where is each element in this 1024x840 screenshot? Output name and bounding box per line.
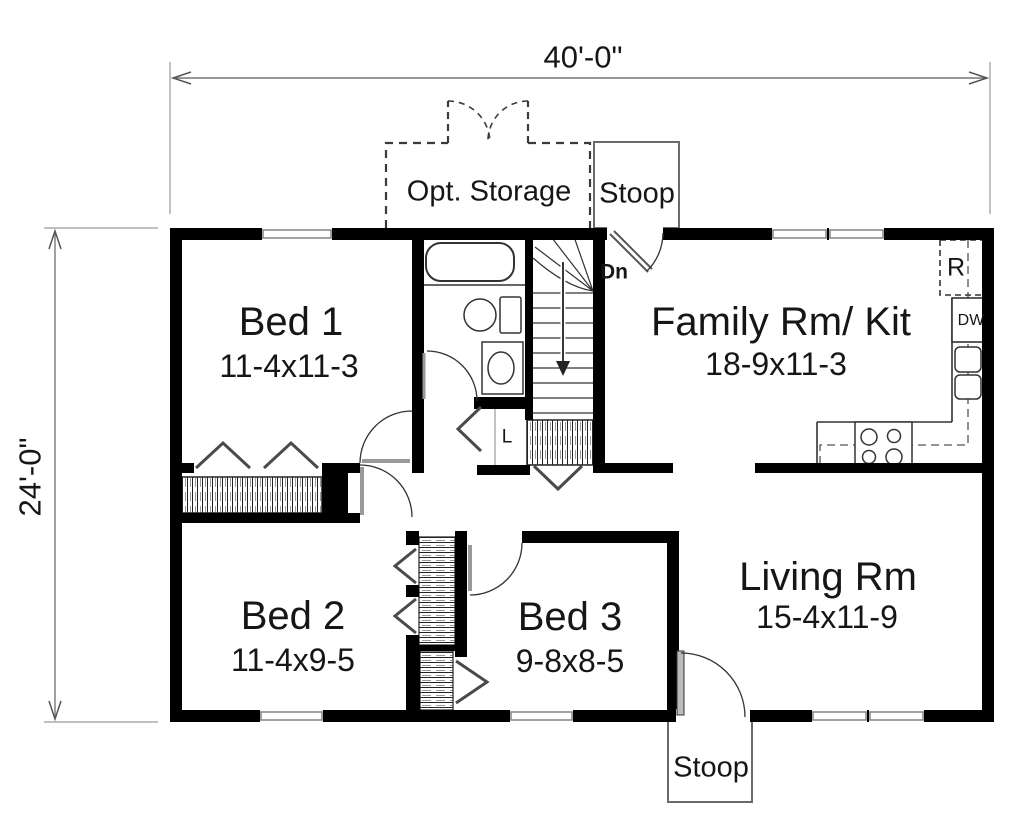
- staircase: [532, 230, 594, 414]
- living-window-1: [812, 711, 867, 721]
- bathroom-left-wall: [412, 240, 424, 473]
- bed2-door-swing: [359, 464, 413, 518]
- bed3-closet-bifold: [455, 659, 490, 705]
- stair-down-arrow-head: [556, 361, 570, 376]
- hall-coat-closet: [526, 419, 594, 466]
- stoop-bottom-platform: [667, 715, 753, 803]
- kitchen-fixtures: [816, 239, 991, 466]
- rear-door-swing: [646, 232, 664, 272]
- closets: [181, 409, 594, 711]
- bed3-name-label: Bed 3: [517, 595, 623, 639]
- bed2-size-label: 11-4x9-5: [231, 642, 355, 678]
- toilet-bowl: [463, 298, 497, 332]
- height-arrow-bottom: [48, 700, 62, 722]
- exterior-wall-bottom: [170, 710, 994, 722]
- front-door-leaf: [676, 650, 685, 716]
- linen-closet-label: L: [501, 426, 513, 448]
- family-window-2: [829, 229, 884, 239]
- doors: [194, 230, 746, 718]
- bed1-window: [262, 229, 332, 239]
- exterior-wall-right: [982, 228, 994, 722]
- height-arrow-top: [48, 228, 62, 250]
- living-north-wall: [755, 463, 982, 473]
- bed1-name-label: Bed 1: [238, 300, 344, 344]
- living-window-2: [869, 711, 924, 721]
- bed2-top-wall: [170, 513, 360, 523]
- living-size-label: 15-4x11-9: [756, 599, 898, 635]
- rear-door-leaf: [609, 230, 653, 273]
- coat-closet-bifold: [532, 464, 584, 492]
- front-door-swing: [680, 652, 746, 718]
- bed1-size-label: 11-4x11-3: [219, 348, 359, 384]
- width-dimension-label: 40'-0": [543, 39, 623, 75]
- refrigerator-label: R: [946, 253, 966, 282]
- bed3-size-label: 9-8x8-5: [515, 643, 625, 679]
- family-window-1: [772, 229, 827, 239]
- linen-closet-bifold: [455, 405, 483, 453]
- bathroom-bottom-wall: [474, 397, 533, 409]
- bathtub: [425, 242, 515, 282]
- closet-wall: [455, 531, 467, 657]
- bifold-doors: [194, 405, 584, 705]
- extension-lines: [44, 62, 991, 723]
- bed2-window: [260, 711, 323, 721]
- bed2-name-label: Bed 2: [240, 594, 346, 638]
- family-bottom-wall: [593, 463, 673, 473]
- bathroom-fixtures: [424, 242, 525, 395]
- stair-left-wall: [525, 240, 533, 420]
- bed3-top-wall: [522, 531, 679, 543]
- vanity-sink: [487, 351, 515, 385]
- width-arrow-right: [968, 71, 990, 85]
- kitchen-sink-basin-2: [954, 374, 982, 400]
- burner: [886, 428, 902, 444]
- bed1-closet-bifold: [194, 440, 320, 470]
- toilet-tank: [499, 296, 522, 334]
- family-name-label: Family Rm/ Kit: [651, 300, 911, 344]
- stoop-top-label: Stoop: [599, 177, 675, 210]
- stoop-bottom-label: Stoop: [673, 751, 749, 784]
- stair-right-wall: [593, 228, 605, 473]
- width-arrow-left: [170, 71, 192, 85]
- windows: [260, 229, 924, 721]
- bed1-door-swing: [359, 410, 413, 464]
- living-name-label: Living Rm: [739, 555, 917, 599]
- bed1-closet: [181, 476, 323, 514]
- bathroom-door-swing: [426, 350, 478, 402]
- linen-closet-bottom-wall: [477, 465, 530, 475]
- stairs-down-label: Dn: [600, 260, 628, 284]
- dimension-lines: [44, 62, 991, 723]
- kitchen-sink-basin-1: [954, 346, 982, 373]
- dishwasher-label: DW: [957, 312, 985, 329]
- opt-storage-label: Opt. Storage: [406, 175, 572, 208]
- bed3-closet: [419, 650, 454, 711]
- bed2-closet-bifold: [392, 547, 417, 635]
- bed3-door-swing: [469, 542, 523, 596]
- family-size-label: 18-9x11-3: [705, 346, 847, 382]
- optional-storage-outline: [384, 100, 592, 228]
- burner: [860, 428, 878, 446]
- bed2-closet: [418, 536, 456, 646]
- bed3-right-wall: [667, 531, 679, 722]
- stoop-top-platform: [593, 141, 680, 229]
- bed3-window: [510, 711, 573, 721]
- height-dimension-label: 24'-0": [12, 437, 48, 517]
- exterior-wall-left: [170, 228, 182, 722]
